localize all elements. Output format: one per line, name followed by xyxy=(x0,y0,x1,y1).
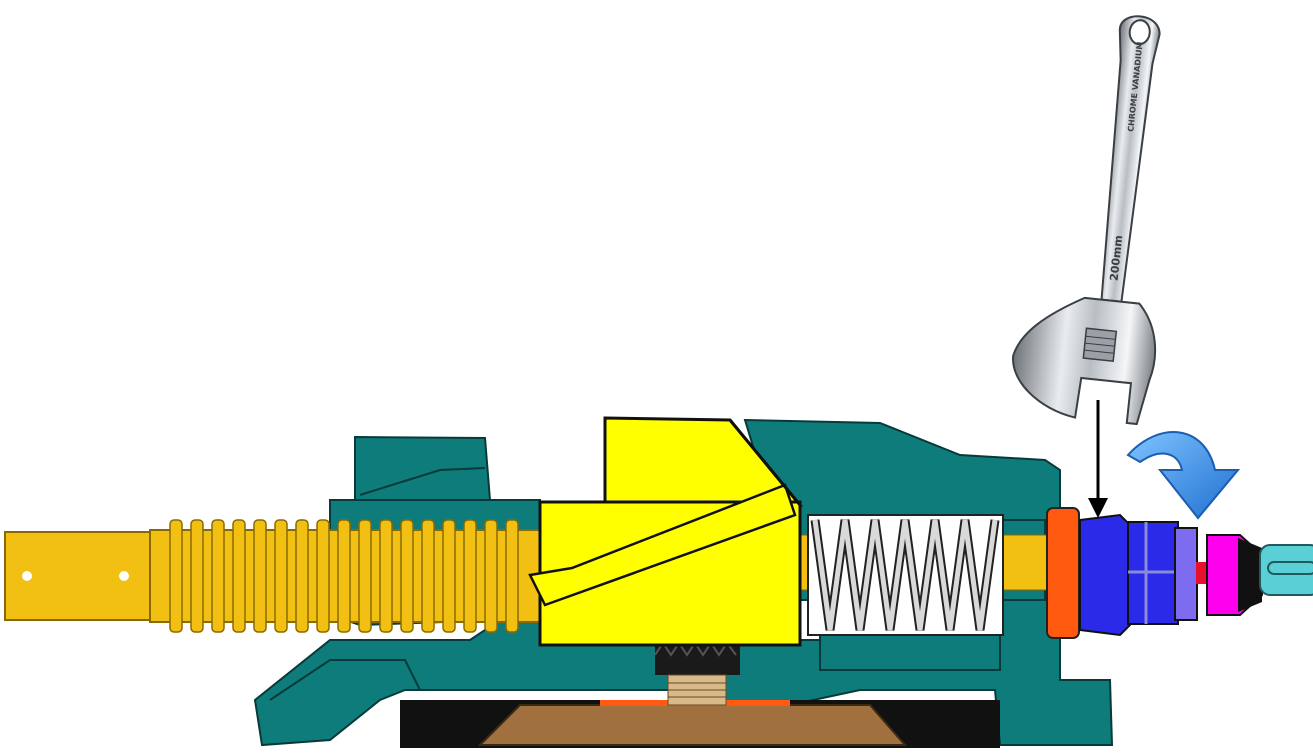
rack-thread-rib xyxy=(212,520,224,632)
rack-thread-rib xyxy=(422,520,434,632)
arrow-down-icon xyxy=(1088,400,1108,518)
friction-pad xyxy=(400,700,1000,748)
wrench-icon: 200mm CHROME VANADIUM xyxy=(1007,7,1190,425)
rack-thread-rib xyxy=(359,520,371,632)
rack-thread-rib xyxy=(233,520,245,632)
rack-thread-rib xyxy=(401,520,413,632)
rack-thread-rib xyxy=(443,520,455,632)
spring xyxy=(808,515,1003,635)
adjuster-assembly xyxy=(1047,508,1313,638)
pad-material xyxy=(480,705,905,745)
rack-threads xyxy=(170,520,518,632)
shaft-slot xyxy=(1268,562,1313,574)
rack-thread-rib xyxy=(296,520,308,632)
rack-hole-right xyxy=(119,571,129,581)
rack-thread-rib xyxy=(254,520,266,632)
rack-thread-rib xyxy=(275,520,287,632)
rack-hole-left xyxy=(22,571,32,581)
orange-nut xyxy=(1047,508,1079,638)
rack-thread-rib xyxy=(506,520,518,632)
violet-collar xyxy=(1175,528,1197,620)
rack-thread-rib xyxy=(485,520,497,632)
rack-thread-rib xyxy=(317,520,329,632)
rack-thread-rib xyxy=(170,520,182,632)
black-cone xyxy=(1238,538,1262,612)
rack-thread-rib xyxy=(191,520,203,632)
rack-thread-rib xyxy=(464,520,476,632)
rack-thread-rib xyxy=(338,520,350,632)
rack-thread-rib xyxy=(380,520,392,632)
curved-arrow-icon xyxy=(1128,432,1238,518)
blue-adjuster-hex xyxy=(1080,515,1130,635)
wrench-handle xyxy=(1092,14,1162,302)
